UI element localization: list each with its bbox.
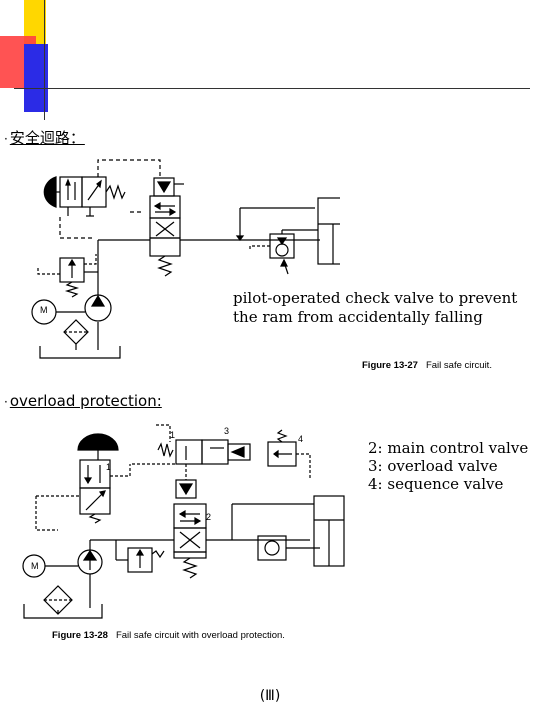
valve-label-4: 4 [298,434,304,444]
figure-13-28-number: Figure 13-28 [52,630,108,641]
valve-label-3: 3 [224,426,230,436]
bullet: · [4,132,8,146]
figure-13-27-caption: Figure 13-27 Fail safe circuit. [362,360,492,371]
motor-label-fig2: M [31,561,39,571]
valve-label-1: 1 [170,430,176,440]
figure-13-28-text: Fail safe circuit with overload protecti… [115,630,285,641]
legend-main-control-valve: 2: main control valve [368,439,529,457]
valve-label-1b: 1 [106,462,112,472]
figure-13-27-text: Fail safe circuit. [425,360,492,371]
motor-label-fig1: M [40,305,48,315]
check-valve-annotation-line1: pilot-operated check valve to prevent [233,289,518,307]
legend-sequence-valve: 4: sequence valve [368,475,504,493]
slide-footer-number: (Ⅲ) [259,688,281,704]
figure-13-27-number: Figure 13-27 [362,360,418,371]
overload-protection-circuit-diagram [22,424,345,619]
valve-label-2: 2 [206,512,212,522]
legend-overload-valve: 3: overload valve [368,457,498,475]
corner-horizontal-line [14,88,530,89]
check-valve-annotation-line2: the ram from accidentally falling [233,308,483,326]
corner-vertical-line [44,0,45,120]
bullet: · [4,395,8,409]
section-heading-safety-circuit: ·安全迴路： [4,129,85,147]
figure-13-28-caption: Figure 13-28 Fail safe circuit with overl… [52,630,285,641]
fail-safe-circuit-diagram [31,159,340,359]
section-heading-overload-protection: ·overload protection: [4,392,162,410]
